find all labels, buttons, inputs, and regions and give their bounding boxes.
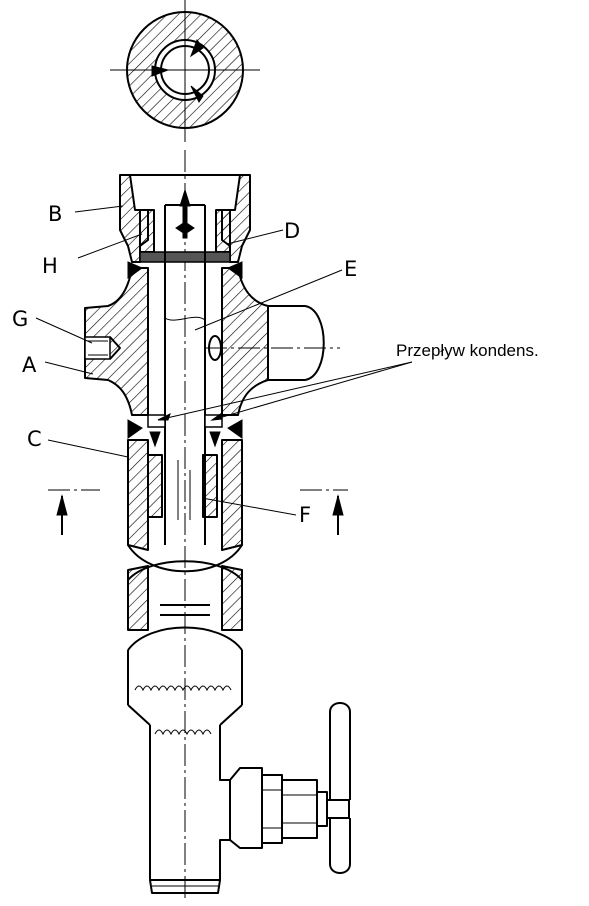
- section-mark-left: [48, 489, 100, 535]
- leader-A: [44, 361, 94, 375]
- leader-flow-1: [157, 361, 413, 421]
- flow-up-tail: [175, 221, 195, 235]
- leader-lines: [35, 205, 413, 516]
- valve-fittings: [261, 702, 351, 874]
- section-view-top: [110, 0, 260, 142]
- body-right-wall: [221, 267, 269, 416]
- label-g: G: [12, 307, 28, 331]
- vent-port-tip: [109, 336, 121, 360]
- label-a: A: [22, 353, 37, 377]
- drain-arrow-left: [149, 431, 161, 448]
- leader-G: [35, 317, 93, 344]
- pipe-reducer: [127, 704, 243, 726]
- packing-right: [215, 209, 231, 253]
- lower-break: [127, 544, 243, 573]
- flow-note: Przepływ kondens.: [396, 341, 539, 360]
- weld-top-right: [226, 261, 243, 279]
- section-groove-left: [151, 65, 170, 77]
- leader-F: [201, 497, 297, 516]
- leader-C: [47, 439, 129, 458]
- drain-arrow-right: [209, 431, 221, 448]
- label-f: F: [299, 503, 311, 527]
- right-boss: [268, 305, 325, 381]
- screen-right: [202, 454, 218, 518]
- fitting-nut-1: [261, 774, 283, 844]
- label-d: D: [284, 219, 300, 243]
- ext-left-wall: [127, 565, 149, 631]
- valve-base: [149, 879, 221, 894]
- valve-handle-bottom: [329, 818, 351, 874]
- valve-side-neck: [229, 767, 263, 849]
- weld-bottom-right: [227, 419, 243, 439]
- extension-section: [127, 560, 243, 651]
- fitting-nut-2: [281, 779, 318, 839]
- leader-flow-arrow-1: [157, 413, 171, 421]
- valve-body: [149, 725, 231, 881]
- weld-bottom-left: [127, 419, 143, 439]
- section-mark-right: [300, 489, 348, 535]
- lower-left-wall: [127, 439, 149, 551]
- weld-top-left: [127, 261, 144, 279]
- lower-chamber: [127, 439, 243, 573]
- ext-bottom-break: [127, 626, 243, 651]
- vent-port-g: [84, 336, 111, 360]
- drain-slot-left: [147, 414, 166, 428]
- label-h: H: [42, 254, 58, 278]
- leader-flow-arrow-2: [210, 412, 223, 421]
- main-body: [84, 261, 340, 448]
- lower-right-wall: [221, 439, 243, 551]
- section-groove-top: [189, 38, 204, 58]
- packing-left: [139, 209, 155, 253]
- label-c: C: [27, 427, 42, 451]
- leader-flow-2: [211, 361, 413, 421]
- leader-B: [74, 205, 124, 213]
- valve-handle-bar: [326, 799, 350, 819]
- weld-seam-1: [134, 685, 232, 692]
- gland-ring: [139, 251, 231, 263]
- ext-right-wall: [221, 565, 243, 631]
- leader-D: [226, 229, 284, 245]
- lower-pipe: [127, 650, 263, 894]
- weld-seam-2: [154, 729, 212, 736]
- inner-tube-break: [164, 316, 206, 321]
- valve-handle-top: [329, 702, 351, 800]
- leader-H: [77, 233, 143, 259]
- section-groove-bottom: [190, 85, 204, 103]
- top-nut: [119, 174, 251, 263]
- valve-stem: [316, 791, 328, 827]
- label-b: B: [48, 202, 62, 226]
- label-e: E: [344, 257, 357, 281]
- leader-E: [194, 269, 343, 331]
- screen-left: [147, 454, 163, 518]
- body-left-wall: [84, 267, 149, 416]
